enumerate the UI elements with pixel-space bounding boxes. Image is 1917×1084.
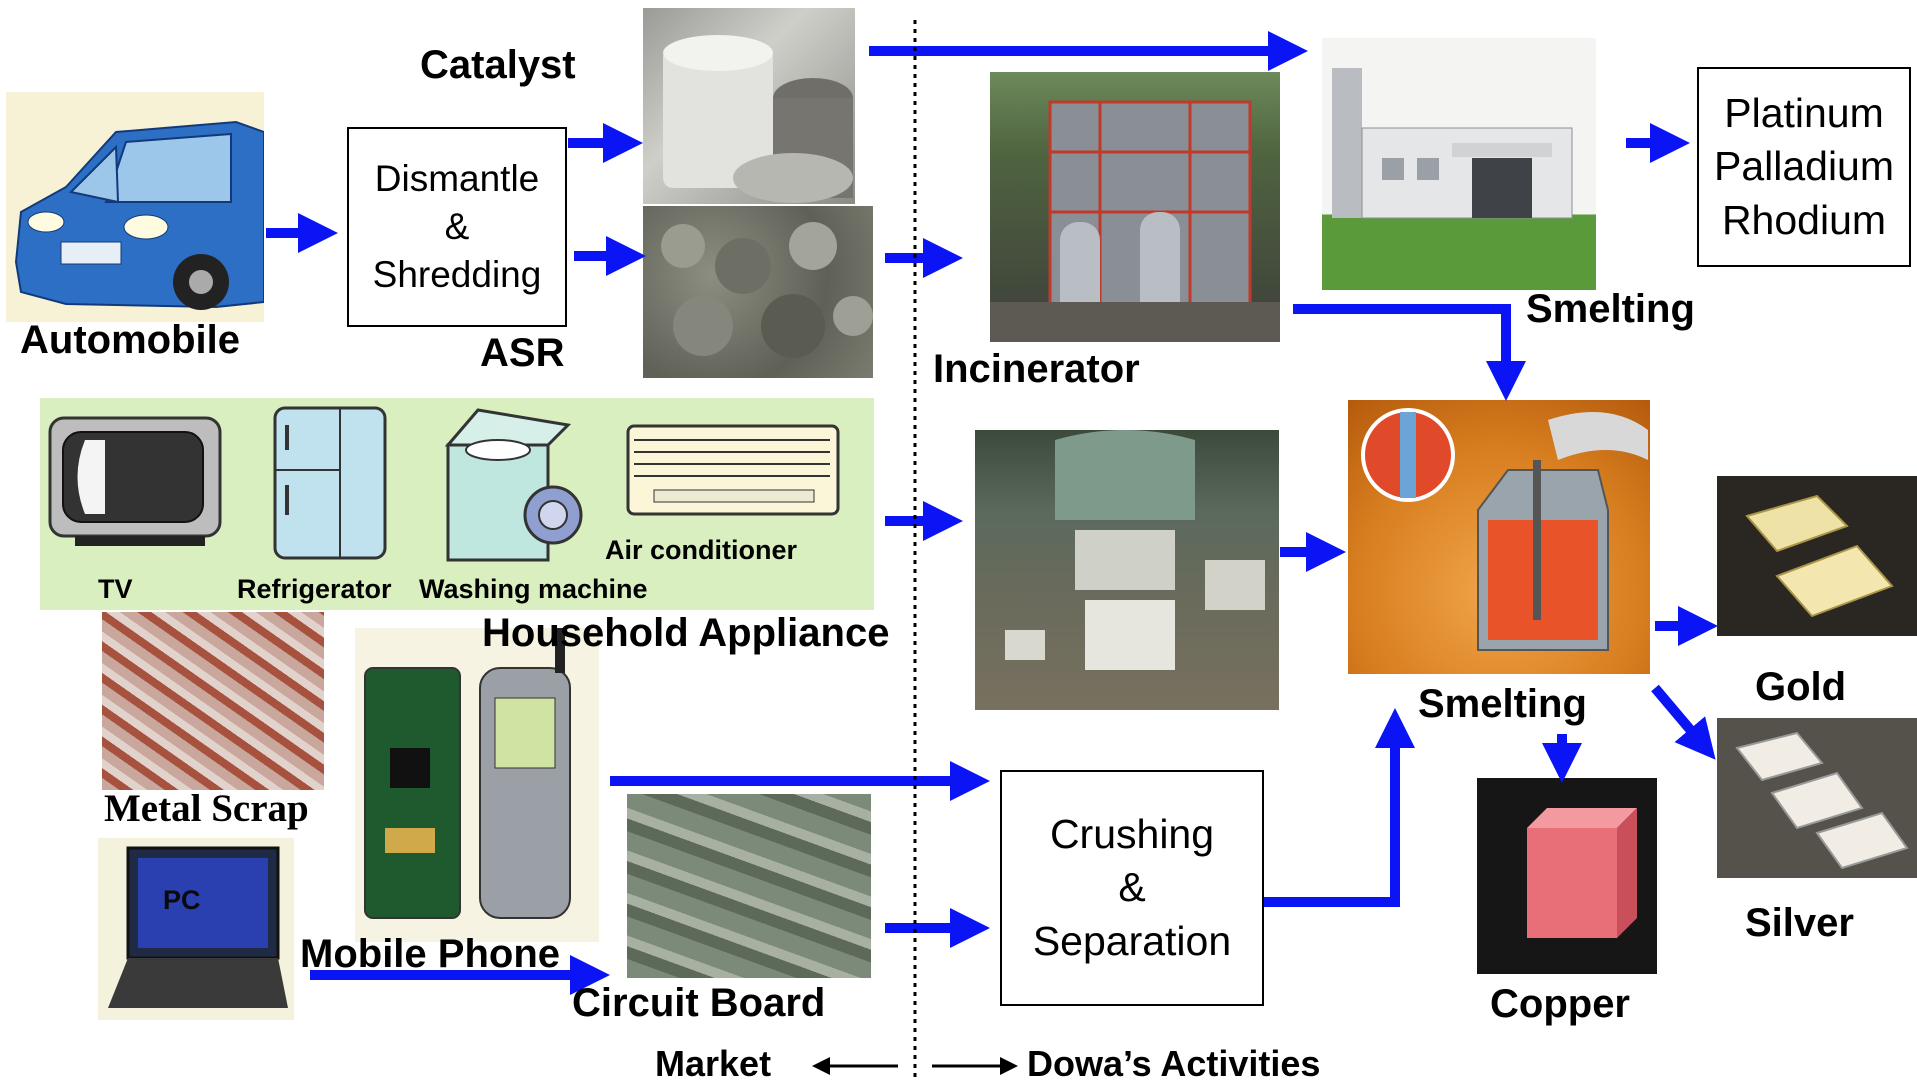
silver-image — [1717, 718, 1917, 878]
box-line: Separation — [1032, 917, 1232, 964]
tv-label: TV — [98, 574, 133, 604]
arrow-incinerator-to-furnace — [1293, 304, 1526, 401]
metal-scrap-image — [102, 612, 324, 790]
household-appliance-label: Household Appliance — [482, 611, 890, 655]
refrigerator-icon — [270, 405, 390, 565]
circuit-board-image — [627, 794, 871, 978]
metal-scrap-label: Metal Scrap — [104, 787, 309, 830]
appliance-processing-image — [975, 430, 1279, 710]
box-line: & — [444, 205, 470, 247]
washing-machine-label: Washing machine — [419, 574, 648, 604]
incinerator-image — [990, 72, 1280, 342]
mobile-phone-image — [355, 628, 599, 942]
pgm-box: Platinum Palladium Rhodium — [1697, 67, 1911, 267]
smelting-mid-label: Smelting — [1418, 682, 1587, 726]
dowa-activities-label: Dowa’s Activities — [1027, 1043, 1321, 1084]
arrow-furnace-to-silver — [1651, 684, 1716, 760]
incinerator-label: Incinerator — [933, 347, 1140, 391]
copper-label: Copper — [1490, 982, 1630, 1026]
gold-label: Gold — [1755, 665, 1847, 709]
smelting-furnace-image — [1348, 400, 1650, 674]
dismantle-shredding-box: Dismantle & Shredding — [347, 127, 567, 327]
crushing-separation-box: Crushing & Separation — [1000, 770, 1264, 1006]
mobile-phone-label: Mobile Phone — [300, 932, 560, 976]
box-line: Platinum — [1724, 90, 1884, 137]
refrigerator-label: Refrigerator — [237, 574, 392, 604]
copper-image — [1477, 778, 1657, 974]
market-label: Market — [655, 1043, 772, 1084]
box-line: & — [1118, 864, 1146, 911]
smelting-facility-image — [1322, 38, 1596, 290]
pc-label: PC — [163, 885, 201, 915]
arrow-crushing-to-furnace — [1264, 708, 1415, 907]
gold-image — [1717, 476, 1917, 636]
catalyst-image — [643, 8, 855, 204]
tv-icon — [45, 410, 230, 550]
box-line: Crushing — [1049, 811, 1215, 858]
catalyst-label: Catalyst — [420, 43, 576, 87]
automobile-label: Automobile — [20, 318, 240, 362]
silver-label: Silver — [1745, 901, 1854, 945]
automobile-image — [6, 92, 264, 322]
box-line: Rhodium — [1721, 196, 1887, 243]
pc-image — [98, 838, 294, 1020]
washing-machine-icon — [438, 405, 588, 565]
asr-label: ASR — [480, 331, 565, 375]
circuit-board-label: Circuit Board — [572, 981, 826, 1025]
smelting-top-label: Smelting — [1526, 287, 1695, 331]
air-conditioner-icon — [624, 422, 844, 522]
box-line: Palladium — [1713, 143, 1895, 190]
asr-image — [643, 206, 873, 378]
air-conditioner-label: Air conditioner — [605, 535, 798, 565]
box-line: Dismantle — [374, 157, 540, 199]
box-line: Shredding — [372, 254, 542, 296]
